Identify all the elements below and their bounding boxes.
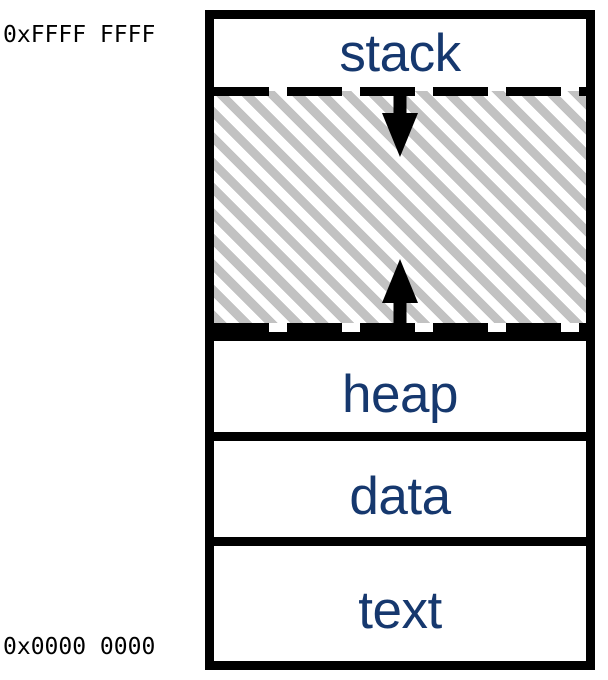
arrow-down-shaft [393, 91, 407, 117]
arrow-up-head [382, 259, 418, 303]
segment-label-heap: heap [342, 365, 458, 424]
memory-layout-box: stack heap data text [205, 10, 595, 670]
separator-free-heap [214, 323, 586, 332]
segment-stack: stack [214, 19, 586, 87]
segment-data: data [214, 432, 586, 537]
address-label-top: 0xFFFF FFFF [3, 22, 156, 48]
segment-heap: heap [214, 332, 586, 432]
segment-label-stack: stack [339, 24, 461, 83]
arrow-down-icon [382, 91, 418, 157]
segment-label-text: text [358, 581, 442, 640]
arrow-down-head [382, 113, 418, 157]
arrow-up-icon [382, 259, 418, 325]
segment-text: text [214, 537, 586, 661]
address-label-bottom: 0x0000 0000 [3, 634, 156, 660]
arrow-up-shaft [393, 299, 407, 325]
segment-label-data: data [349, 467, 451, 526]
